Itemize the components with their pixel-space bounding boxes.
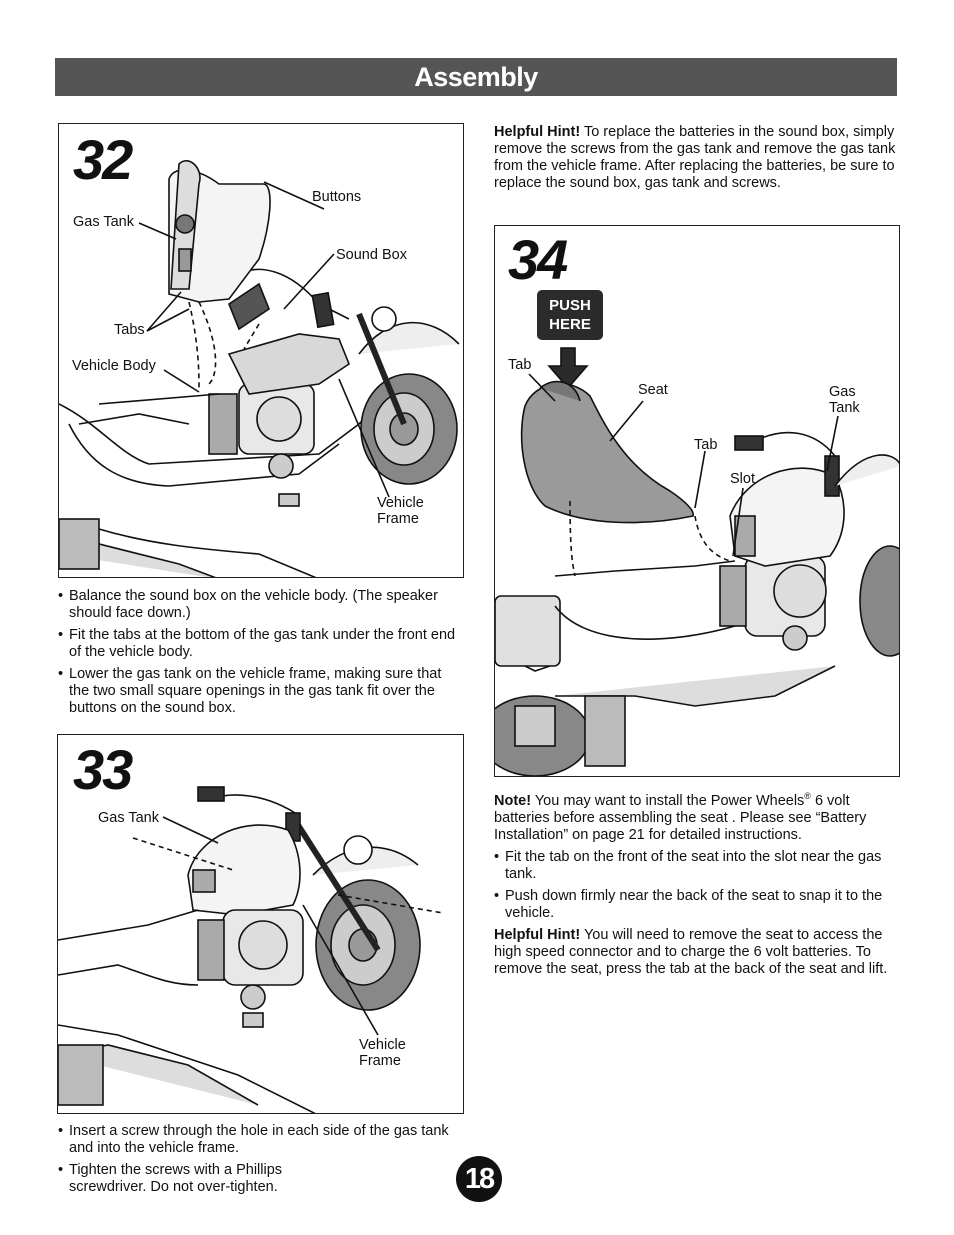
step-34-illustration <box>495 347 899 776</box>
label-slot: Slot <box>730 471 755 487</box>
list-item: Insert a screw through the hole in each … <box>58 1123 458 1157</box>
label-tabs: Tabs <box>114 322 145 338</box>
hint-lead: Helpful Hint! <box>494 926 581 943</box>
step-number: 33 <box>73 738 133 801</box>
list-item: Tighten the screws with a Phillips screw… <box>58 1162 458 1196</box>
section-header: Assembly <box>55 58 897 96</box>
step-33-instructions: Insert a screw through the hole in each … <box>58 1123 458 1201</box>
section-title: Assembly <box>414 62 538 92</box>
note-paragraph: Note! You may want to install the Power … <box>494 788 898 844</box>
list-item: Lower the gas tank on the vehicle frame,… <box>58 666 464 717</box>
page-number: 18 <box>456 1156 502 1202</box>
step-33-illustration <box>58 786 444 1113</box>
helpful-hint-1: Helpful Hint! To replace the batteries i… <box>494 124 896 197</box>
step-32-instructions: Balance the sound box on the vehicle bod… <box>58 588 464 722</box>
step-number: 34 <box>508 228 568 291</box>
label-vehicle-frame: Vehicle Frame <box>359 1037 406 1069</box>
note-lead: Note! <box>494 792 532 809</box>
step-34-instructions: Note! You may want to install the Power … <box>494 788 898 983</box>
hint-lead: Helpful Hint! <box>494 124 581 140</box>
label-tab: Tab <box>694 437 718 453</box>
step-33-panel: 33 Gas Tank Vehicle Frame <box>57 734 464 1114</box>
push-here-badge: PUSH HERE <box>537 290 603 340</box>
list-item: Balance the sound box on the vehicle bod… <box>58 588 464 622</box>
registered-mark: ® <box>804 791 811 801</box>
list-item: Fit the tabs at the bottom of the gas ta… <box>58 627 464 661</box>
label-buttons: Buttons <box>312 189 362 205</box>
step-number: 32 <box>73 128 133 191</box>
helpful-hint-2: Helpful Hint! You will need to remove th… <box>494 927 898 978</box>
note-text: You may want to install the Power Wheels <box>531 792 805 809</box>
step-32-illustration <box>59 160 460 577</box>
label-gas-tank: Gas Tank <box>98 810 159 826</box>
label-sound-box: Sound Box <box>336 247 407 263</box>
list-item: Push down firmly near the back of the se… <box>494 888 898 922</box>
note-text-continued: 6 volt batteries before assembling the s… <box>494 792 867 843</box>
step-32-panel: 32 Gas Tank Buttons Sound Box Tabs Vehic… <box>58 123 464 578</box>
step-34-panel: 34 PUSH HERE Tab Seat Gas Tank Tab Slot <box>494 225 900 777</box>
label-vehicle-frame: Vehicle Frame <box>377 495 424 527</box>
hint-text: You will need to remove the seat to acce… <box>494 926 888 977</box>
label-gas-tank: Gas Tank <box>73 214 134 230</box>
label-vehicle-body: Vehicle Body <box>72 358 156 374</box>
list-item: Fit the tab on the front of the seat int… <box>494 849 898 883</box>
label-seat: Seat <box>638 382 668 398</box>
label-gas-tank: Gas Tank <box>829 384 860 416</box>
hint-text: To replace the batteries in the sound bo… <box>494 124 896 191</box>
label-tab: Tab <box>508 357 532 373</box>
